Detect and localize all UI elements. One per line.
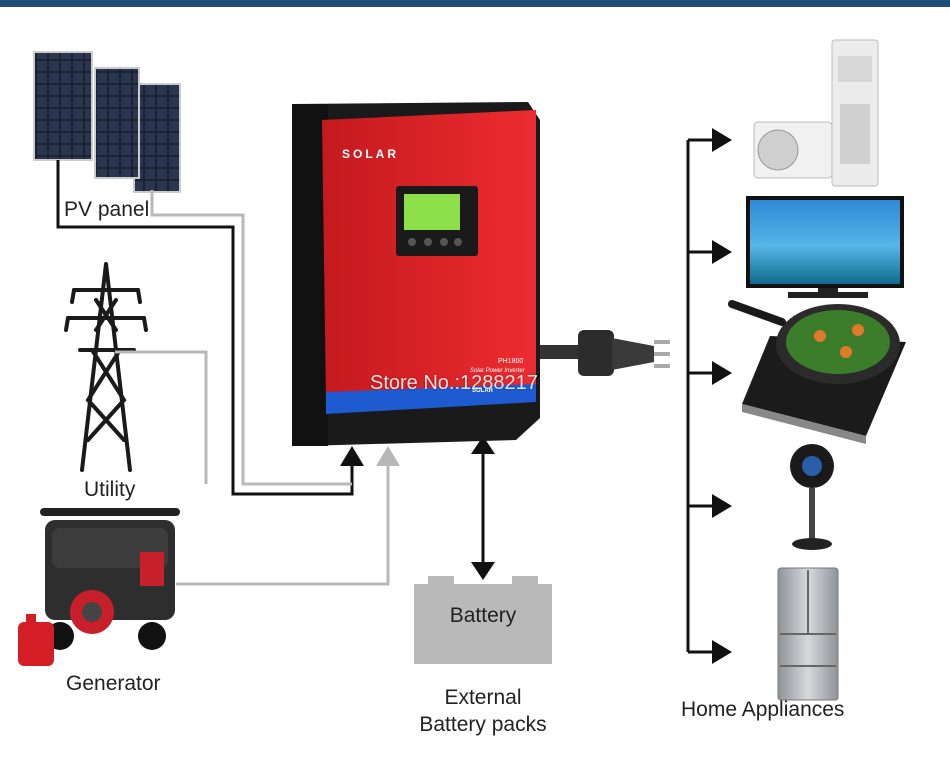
pv-panel-label: PV panel bbox=[64, 198, 150, 221]
store-watermark: Store No.:1288217 bbox=[370, 372, 538, 394]
inverter-unit bbox=[292, 102, 540, 446]
induction-cooker-icon bbox=[728, 300, 906, 444]
generator-label: Generator bbox=[66, 672, 161, 695]
stand-fan-icon bbox=[790, 444, 834, 550]
arrowheads bbox=[340, 128, 732, 664]
top-banner-strip bbox=[0, 0, 950, 7]
power-plug-icon bbox=[540, 330, 670, 376]
generator-icon bbox=[18, 508, 180, 666]
home-appliances-label: Home Appliances bbox=[681, 698, 845, 721]
air-conditioner-icon bbox=[753, 39, 879, 187]
inverter-brand: SOLAR bbox=[342, 147, 399, 161]
utility-tower-icon bbox=[64, 262, 148, 472]
wiring bbox=[56, 138, 720, 654]
inverter-model: PH1800 bbox=[498, 358, 524, 365]
television-icon bbox=[746, 196, 904, 298]
lcd-display bbox=[404, 194, 460, 230]
battery-label: Battery bbox=[449, 604, 517, 627]
refrigerator-icon bbox=[777, 567, 839, 701]
external-battery-label: External Battery packs bbox=[419, 686, 547, 736]
inverter-badge: SOLAR bbox=[472, 388, 493, 394]
battery-icon bbox=[414, 576, 552, 664]
utility-label: Utility bbox=[84, 478, 136, 501]
pv-panel-icon bbox=[33, 51, 181, 193]
inverter-subtitle: Solar Power Inverter bbox=[470, 368, 525, 374]
